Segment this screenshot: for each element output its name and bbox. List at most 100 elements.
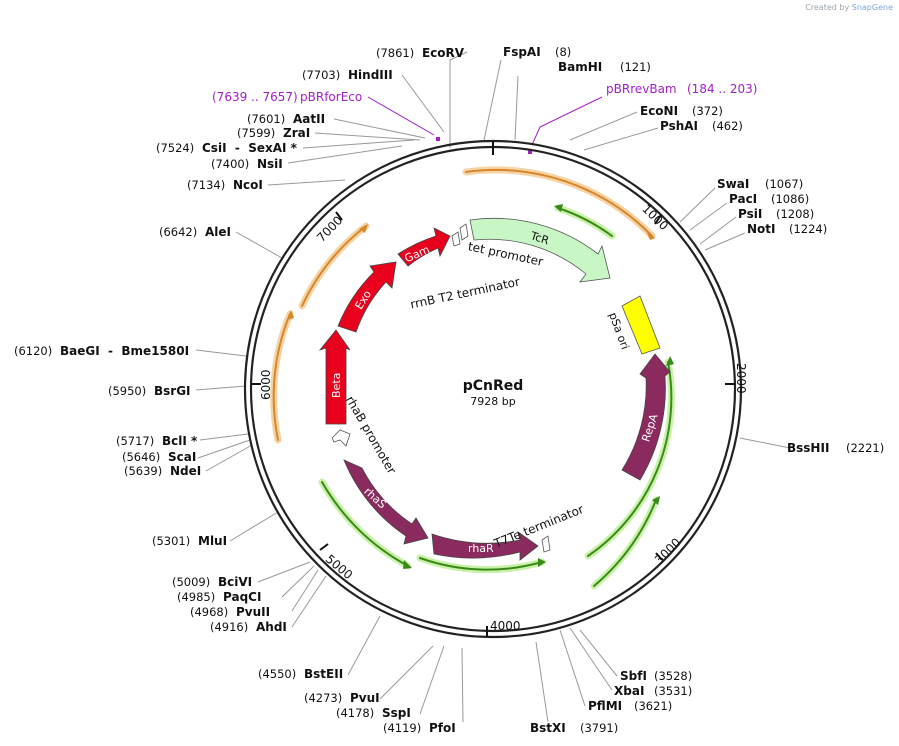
- site-alei[interactable]: AleI: [205, 225, 231, 239]
- site-swai[interactable]: SwaI: [717, 177, 749, 191]
- primer-leader-lines: [367, 96, 603, 146]
- site-pshai-pos: (462): [712, 119, 743, 133]
- site-fspai[interactable]: FspAI: [503, 45, 541, 59]
- site-mlui[interactable]: MluI: [198, 534, 227, 548]
- snapgene-logo: SnapGene: [851, 3, 893, 12]
- site-bamhi[interactable]: BamHI: [558, 60, 602, 74]
- rrnb-terminator-glyph: [451, 231, 461, 247]
- site-zrai-pos: (7599): [237, 126, 275, 140]
- site-ecorv-pos: (7861): [376, 46, 414, 60]
- site-ncoi-pos: (7134): [187, 178, 225, 192]
- orf-arcs: [270, 166, 656, 444]
- site-paqci[interactable]: PaqCI: [223, 590, 261, 604]
- site-leader-lines: [195, 51, 791, 723]
- tick-3000: 3000: [652, 535, 683, 566]
- site-bcli-pos: (5717): [116, 434, 154, 448]
- primer-pbrforeco-label: pBRforEco: [300, 90, 362, 104]
- site-ndei[interactable]: NdeI: [170, 464, 201, 478]
- gam-label: Gam: [403, 243, 432, 265]
- site-bstxi[interactable]: BstXI: [530, 721, 566, 735]
- site-econi-pos: (372): [692, 104, 723, 118]
- site-sbfi-pos: (3528): [654, 669, 692, 683]
- site-bcivi[interactable]: BciVI: [218, 575, 252, 589]
- primer-pbrforeco-mark: [436, 137, 440, 141]
- beta-feature: [318, 329, 351, 425]
- site-ahdi[interactable]: AhdI: [256, 620, 287, 634]
- tick-4000: 4000: [490, 619, 521, 633]
- beta-label: Beta: [330, 373, 343, 398]
- primer-pbrrevbam-label: pBRrevBam: [606, 82, 677, 96]
- repa-feature: [621, 353, 671, 481]
- site-fspai-pos: (8): [555, 45, 571, 59]
- site-ecorv[interactable]: EcoRV: [422, 46, 465, 60]
- site-psii[interactable]: PsiI: [738, 207, 762, 221]
- tcr-feature: [469, 217, 611, 283]
- site-bsrgi[interactable]: BsrGI: [154, 384, 191, 398]
- site-bstxi-pos: (3791): [580, 721, 618, 735]
- rhas-feature: [343, 459, 429, 545]
- site-pvui-pos: (4273): [304, 691, 342, 705]
- site-scai-pos: (5646): [122, 450, 160, 464]
- plasmid-size: 7928 bp: [470, 395, 515, 408]
- site-csii-pos: (7524): [156, 141, 194, 155]
- site-pvuii-pos: (4968): [190, 605, 228, 619]
- site-noti-pos: (1224): [789, 222, 827, 236]
- psa-ori-feature: [621, 295, 661, 355]
- site-alei-pos: (6642): [159, 225, 197, 239]
- site-psii-pos: (1208): [776, 207, 814, 221]
- site-bcivi-pos: (5009): [172, 575, 210, 589]
- site-bsshii[interactable]: BssHII: [787, 441, 829, 455]
- site-baegi-bme1580i[interactable]: BaeGI - Bme1580I: [60, 344, 189, 358]
- tcr-label: TcR: [528, 229, 551, 248]
- site-bsrgi-pos: (5950): [108, 384, 146, 398]
- t7te-terminator-glyph: [541, 535, 551, 553]
- primer-pbrrevbam-range: (184 .. 203): [687, 82, 757, 96]
- tick-6000: 6000: [259, 369, 273, 400]
- rhab-promoter-arrow: [331, 429, 351, 447]
- site-econi[interactable]: EcoNI: [640, 104, 678, 118]
- primer-pbrrevbam-mark: [528, 150, 532, 154]
- t7te-terminator-label: T7Te terminator: [491, 502, 586, 551]
- tet-promoter-arrow: [459, 223, 469, 241]
- site-paci[interactable]: PacI: [729, 192, 757, 206]
- rhar-label: rhaR: [468, 542, 494, 555]
- site-pvui[interactable]: PvuI: [350, 691, 380, 705]
- site-nsii[interactable]: NsiI: [257, 157, 283, 171]
- exo-feature: [337, 261, 397, 333]
- site-bcli[interactable]: BclI *: [162, 434, 198, 448]
- primer-pbrforeco-range: (7639 .. 7657): [212, 90, 298, 104]
- site-pvuii[interactable]: PvuII: [236, 605, 270, 619]
- site-xbai[interactable]: XbaI: [614, 684, 644, 698]
- rrnb-terminator-label: rrnB T2 terminator: [409, 275, 521, 312]
- site-swai-pos: (1067): [765, 177, 803, 191]
- tick-marks: [251, 141, 735, 637]
- site-bsteii-pos: (4550): [258, 667, 296, 681]
- green-orf-arcs: [318, 204, 675, 590]
- site-paqci-pos: (4985): [177, 590, 215, 604]
- site-ndei-pos: (5639): [124, 464, 162, 478]
- site-aatii[interactable]: AatII: [293, 112, 325, 126]
- site-aatii-pos: (7601): [247, 112, 285, 126]
- site-sspi-pos: (4178): [336, 706, 374, 720]
- site-pflmi[interactable]: PflMI: [588, 699, 622, 713]
- site-mlui-pos: (5301): [152, 534, 190, 548]
- site-baegi-pos: (6120): [14, 344, 52, 358]
- site-hindiii[interactable]: HindIII: [348, 68, 393, 82]
- tick-2000: 2000: [734, 363, 748, 394]
- site-xbai-pos: (3531): [654, 684, 692, 698]
- site-csii-sexai[interactable]: CsiI - SexAI *: [202, 141, 298, 155]
- site-pshai[interactable]: PshAI: [660, 119, 698, 133]
- site-ncoi[interactable]: NcoI: [233, 178, 263, 192]
- site-noti[interactable]: NotI: [747, 222, 776, 236]
- gam-feature: [397, 227, 451, 267]
- site-bsteii[interactable]: BstEII: [304, 667, 343, 681]
- plasmid-name: pCnRed: [463, 378, 524, 394]
- site-zrai[interactable]: ZraI: [283, 126, 310, 140]
- site-scai[interactable]: ScaI: [168, 450, 196, 464]
- site-sspi[interactable]: SspI: [382, 706, 411, 720]
- site-sbfi[interactable]: SbfI: [620, 669, 647, 683]
- site-pflmi-pos: (3621): [634, 699, 672, 713]
- snapgene-credit: Created by SnapGene: [805, 3, 893, 12]
- site-pfoi[interactable]: PfoI: [429, 721, 456, 735]
